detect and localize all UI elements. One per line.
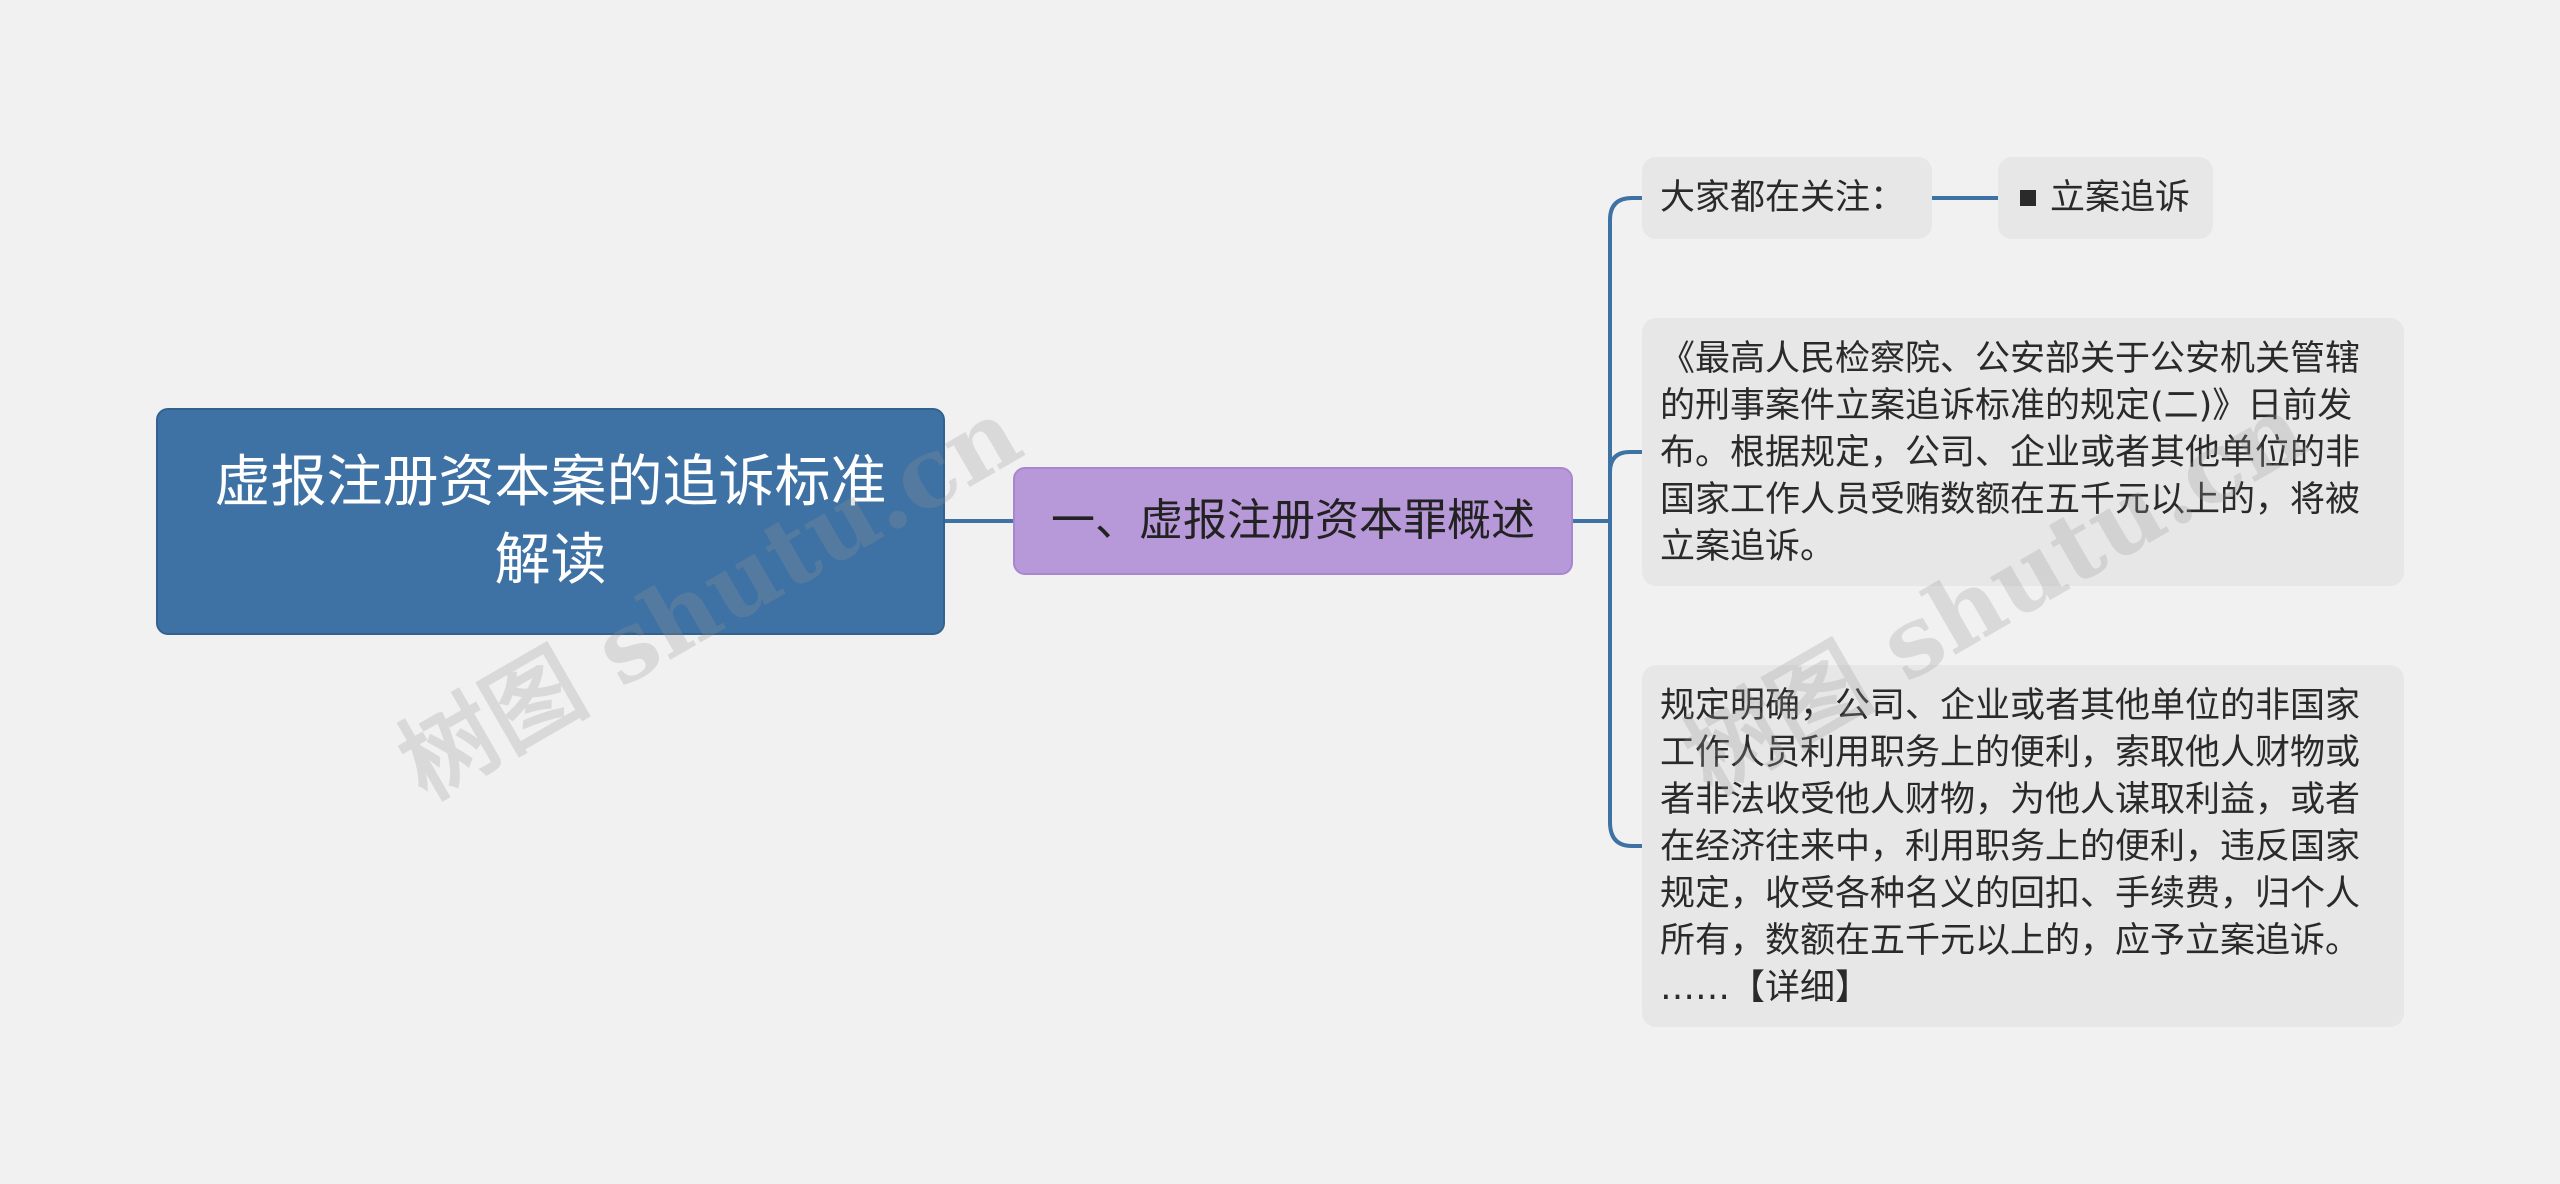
leaf-regulation-text: 《最高人民检察院、公安部关于公安机关管辖 的刑事案件立案追诉标准的规定(二)》日… xyxy=(1660,339,2361,567)
branch-topic-label: 一、虚报注册资本罪概述 xyxy=(1051,495,1535,546)
leaf-detail-text: 规定明确，公司、企业或者其他单位的非国家 工作人员利用职务上的便利，索取他人财物… xyxy=(1660,686,2361,1008)
root-topic[interactable]: 虚报注册资本案的追诉标准解读 xyxy=(156,408,945,635)
leaf-regulation[interactable]: 《最高人民检察院、公安部关于公安机关管辖 的刑事案件立案追诉标准的规定(二)》日… xyxy=(1642,318,2404,586)
square-bullet-icon xyxy=(2020,190,2036,206)
leaf-attention[interactable]: 大家都在关注： xyxy=(1642,157,1932,239)
leaf-detail[interactable]: 规定明确，公司、企业或者其他单位的非国家 工作人员利用职务上的便利，索取他人财物… xyxy=(1642,665,2404,1027)
branch-to-leaves-connector xyxy=(1573,196,1642,848)
leaf-attention-label: 大家都在关注： xyxy=(1660,177,1906,218)
root-topic-label: 虚报注册资本案的追诉标准解读 xyxy=(214,449,887,593)
branch-topic[interactable]: 一、虚报注册资本罪概述 xyxy=(1013,467,1573,575)
leaf-tag-label: 立案追诉 xyxy=(2050,177,2191,218)
leaf-tag[interactable]: 立案追诉 xyxy=(1998,157,2213,239)
